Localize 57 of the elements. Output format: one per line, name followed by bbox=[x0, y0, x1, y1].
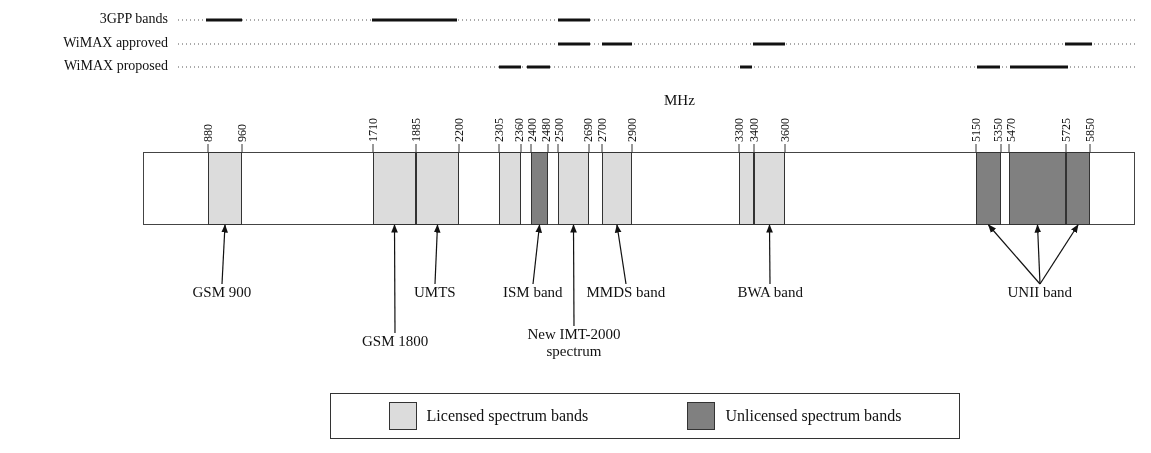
frequency-label: 2200 bbox=[452, 118, 466, 142]
unlicensed-spectrum-band bbox=[1009, 152, 1066, 225]
band-label: New IMT-2000 spectrum bbox=[519, 326, 629, 360]
unlicensed-spectrum-band bbox=[976, 152, 1001, 225]
band-label: GSM 900 bbox=[192, 284, 252, 301]
row-label: WiMAX approved bbox=[63, 35, 168, 51]
frequency-label: 2305 bbox=[492, 118, 506, 142]
legend-label: Unlicensed spectrum bands bbox=[725, 407, 902, 425]
frequency-label: 5150 bbox=[969, 118, 983, 142]
frequency-label: 2500 bbox=[553, 118, 567, 142]
licensed-spectrum-band bbox=[373, 152, 416, 225]
arrow bbox=[570, 224, 577, 327]
arrow bbox=[987, 224, 1041, 285]
unlicensed-spectrum-band bbox=[531, 152, 548, 225]
frequency-label: 2400 bbox=[526, 118, 540, 142]
frequency-label: 5470 bbox=[1005, 118, 1019, 142]
arrow bbox=[433, 224, 441, 285]
arrow bbox=[766, 224, 773, 285]
arrow bbox=[532, 224, 542, 285]
unit-label: MHz bbox=[664, 92, 695, 109]
band-label: MMDS band bbox=[586, 284, 666, 301]
frequency-label: 3300 bbox=[732, 118, 746, 142]
licensed-spectrum-band bbox=[739, 152, 754, 225]
arrow bbox=[614, 224, 627, 285]
band-label: UNII band bbox=[1007, 284, 1073, 301]
arrow bbox=[1034, 224, 1042, 285]
unlicensed-spectrum-band bbox=[1066, 152, 1090, 225]
frequency-label: 2360 bbox=[512, 118, 526, 142]
licensed-spectrum-band bbox=[754, 152, 785, 225]
frequency-label: 2900 bbox=[625, 118, 639, 142]
licensed-spectrum-band bbox=[208, 152, 242, 225]
frequency-label: 5850 bbox=[1083, 118, 1097, 142]
frequency-label: 3600 bbox=[778, 118, 792, 142]
frequency-label: 2700 bbox=[595, 118, 609, 142]
licensed-spectrum-band bbox=[602, 152, 632, 225]
arrow bbox=[1039, 224, 1079, 285]
licensed-spectrum-band bbox=[499, 152, 521, 225]
band-label: GSM 1800 bbox=[362, 333, 429, 350]
frequency-label: 2480 bbox=[539, 118, 553, 142]
licensed-spectrum-band bbox=[558, 152, 589, 225]
licensed-spectrum-band bbox=[416, 152, 459, 225]
band-label: BWA band bbox=[737, 284, 803, 301]
frequency-label: 5725 bbox=[1059, 118, 1073, 142]
frequency-label: 960 bbox=[235, 124, 249, 142]
band-label: UMTS bbox=[414, 284, 456, 301]
row-label: 3GPP bands bbox=[99, 11, 168, 27]
frequency-label: 2690 bbox=[582, 118, 596, 142]
frequency-label: 1710 bbox=[366, 118, 380, 142]
frequency-label: 3400 bbox=[747, 118, 761, 142]
frequency-label: 5350 bbox=[991, 118, 1005, 142]
legend-label: Licensed spectrum bands bbox=[426, 407, 589, 425]
arrow bbox=[221, 224, 228, 285]
row-label: WiMAX proposed bbox=[63, 58, 168, 74]
arrow bbox=[391, 224, 398, 334]
band-label: ISM band bbox=[503, 284, 563, 301]
frequency-label: 880 bbox=[201, 124, 215, 142]
frequency-label: 1885 bbox=[409, 118, 423, 142]
